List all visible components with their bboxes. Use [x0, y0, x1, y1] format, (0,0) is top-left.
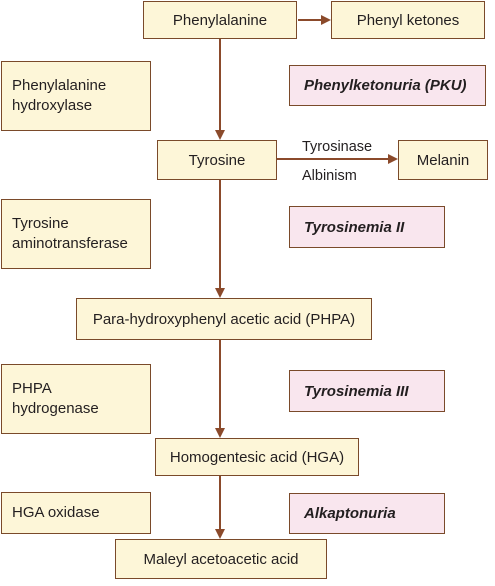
phpa-box: Para-hydroxyphenyl acetic acid (PHPA) — [76, 298, 372, 340]
enzyme-label-line2: aminotransferase — [12, 235, 128, 252]
enzyme-label-line2: hydroxylase — [12, 97, 93, 114]
phenylalanine-box: Phenylalanine — [143, 1, 297, 39]
enzyme-label-line2: hydrogenase — [12, 400, 99, 417]
enzyme-label-line1: Phenylalanine — [12, 77, 107, 94]
hga-oxidase-box: HGA oxidase — [1, 492, 151, 534]
tyrosinase-label: Tyrosinase — [302, 139, 373, 155]
tyrosinemia3-disorder-box: Tyrosinemia III — [289, 370, 445, 412]
pku-disorder-box: Phenylketonuria (PKU) — [289, 65, 486, 106]
melanin-box: Melanin — [398, 140, 488, 180]
phenyl-ketones-box: Phenyl ketones — [331, 1, 485, 39]
hga-box: Homogentesic acid (HGA) — [155, 438, 359, 476]
tat-enzyme-box: Tyrosine aminotransferase — [1, 199, 151, 269]
enzyme-label-line1: Tyrosine — [12, 215, 69, 232]
tyrosine-box: Tyrosine — [157, 140, 277, 180]
alkaptonuria-disorder-box: Alkaptonuria — [289, 493, 445, 534]
tyrosinemia2-disorder-box: Tyrosinemia II — [289, 206, 445, 248]
maleyl-box: Maleyl acetoacetic acid — [115, 539, 327, 579]
pah-enzyme-box: Phenylalanine hydroxylase — [1, 61, 151, 131]
phpa-hydrogenase-box: PHPA hydrogenase — [1, 364, 151, 434]
enzyme-label-line1: PHPA — [12, 380, 52, 397]
enzyme-label: HGA oxidase — [12, 504, 100, 521]
albinism-label: Albinism — [302, 168, 357, 184]
